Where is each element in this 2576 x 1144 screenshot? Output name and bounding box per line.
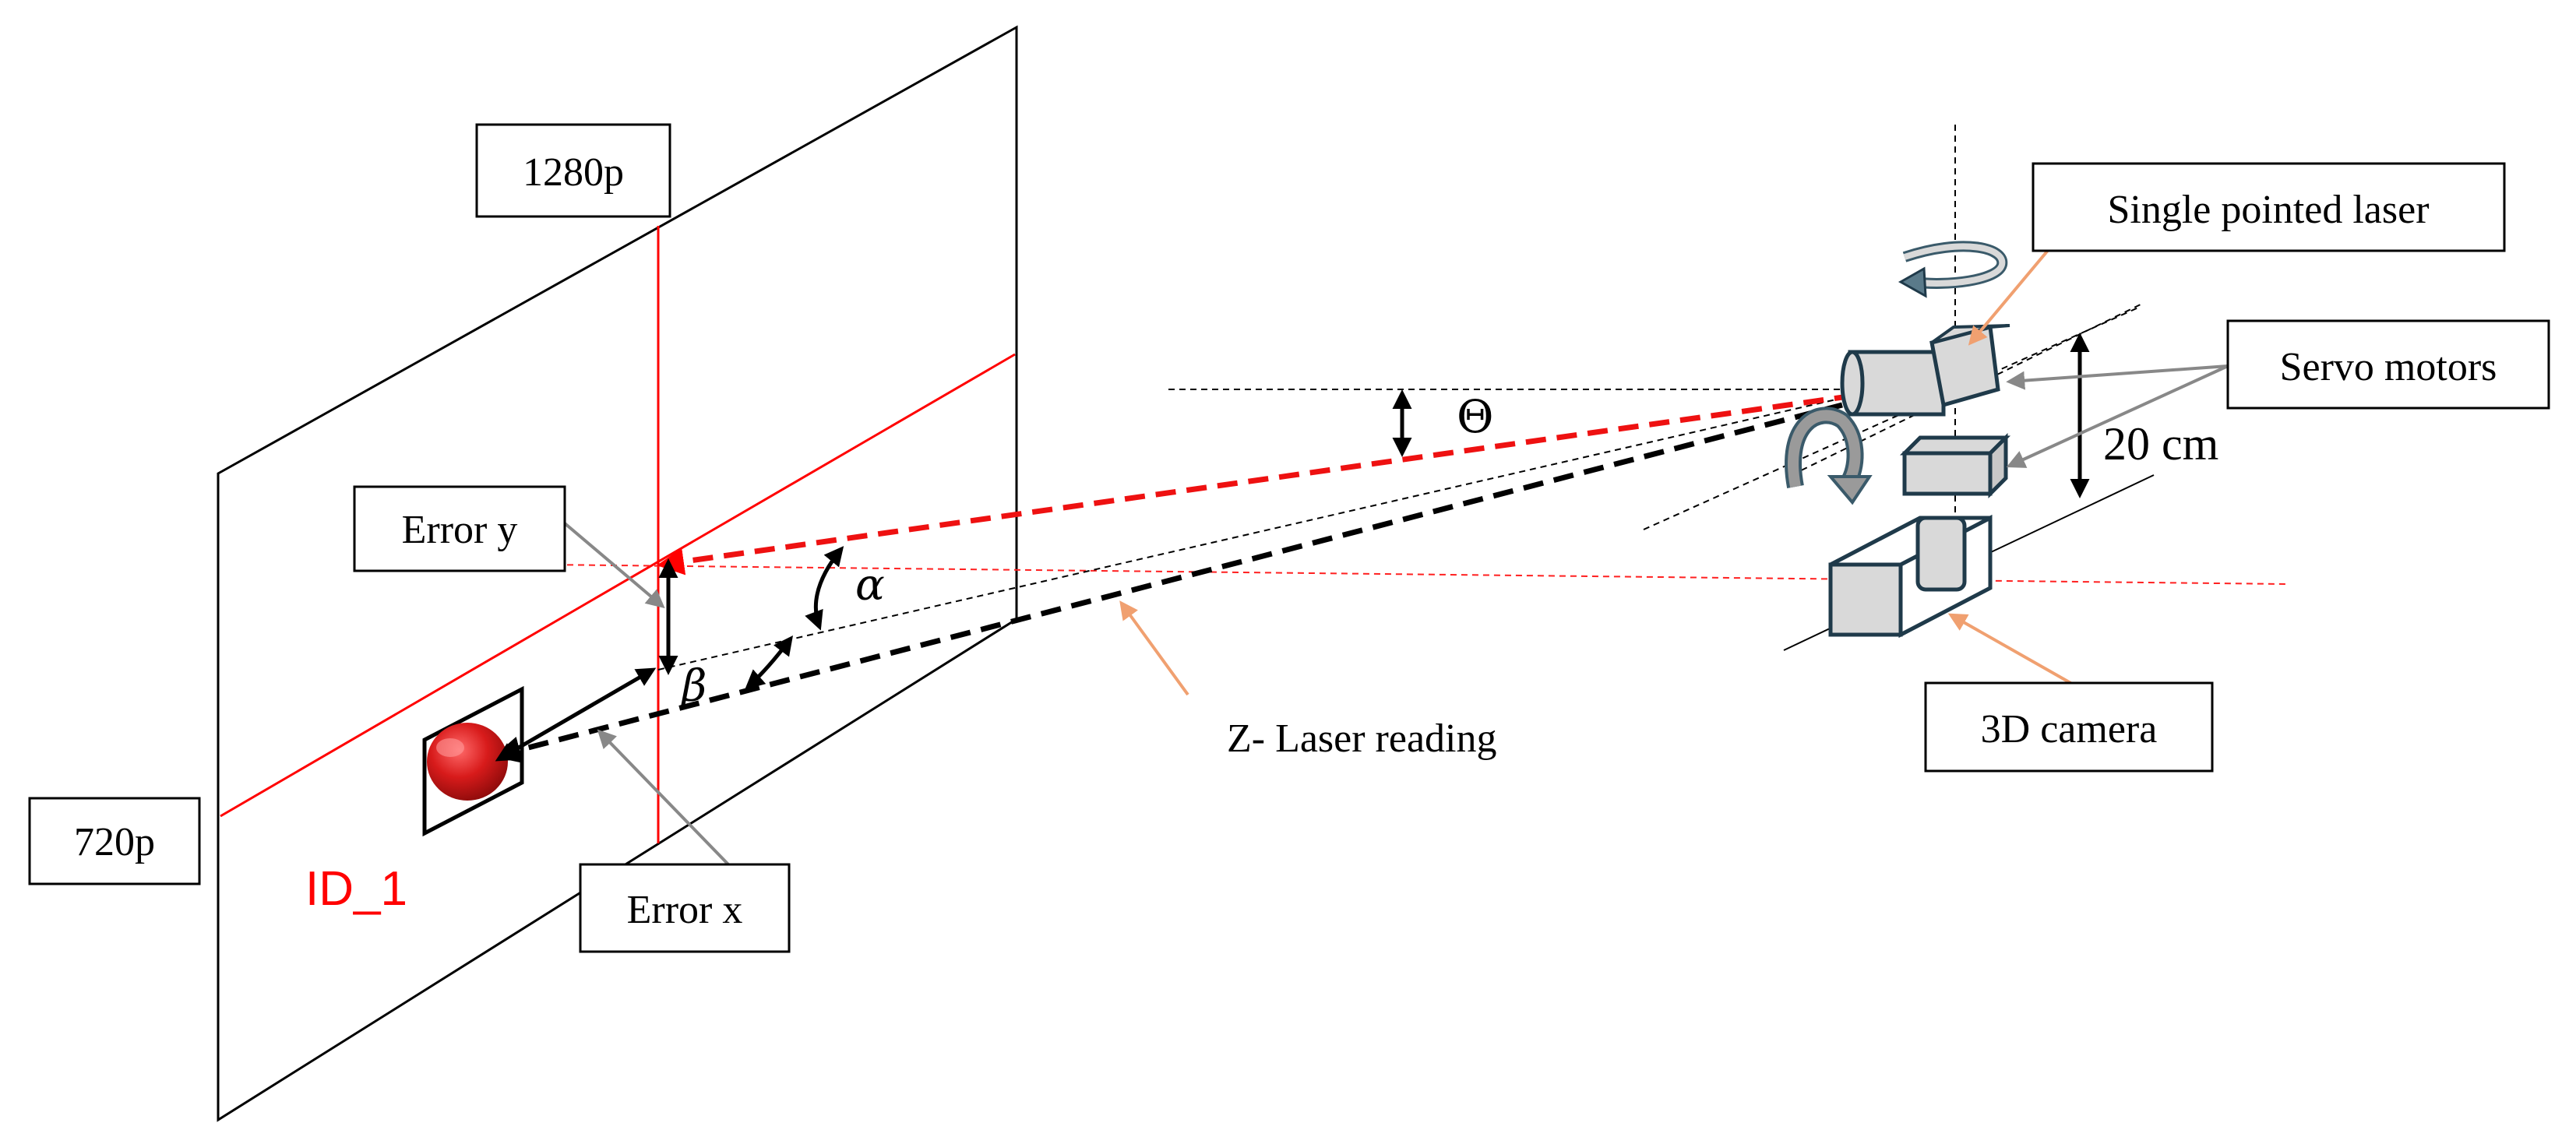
3d-camera-device [1828,514,1993,639]
servo-motors-box [2226,319,2550,410]
laser-pointer-arrow [1968,246,2052,346]
servo-motors-label: Servo motors [2280,345,2497,389]
alpha-angle-arc [805,546,844,631]
res-height-label: 720p [74,820,155,864]
single-laser-box [2032,162,2506,252]
alpha-label: α [855,560,885,611]
error-y-box [353,485,566,572]
laser-device [1840,324,2010,417]
camera-pointer-arrow [1947,613,2073,685]
servo-oblique-axis-1 [1643,307,2139,530]
reference-dashed-red-line [544,564,2287,585]
beta-label: β [680,661,707,712]
z-laser-pointer-arrow [1119,600,1189,696]
res-width-box [475,123,671,218]
camera-3d-label: 3D camera [1981,707,2158,752]
beta-angle-arc [745,635,794,690]
error-y-pointer-arrow [563,522,665,609]
error-x-box [579,863,791,953]
camera-3d-box [1924,681,2214,773]
error-y-label: Error y [402,508,518,552]
camera-beam-line [493,402,1843,763]
horizontal-rotation-icon [1898,241,2008,298]
servo-motor-box [1899,432,2011,499]
laser-beam-line [657,392,1855,576]
vertical-rotation-icon [1785,407,1873,505]
error-x-pointer-arrow [597,729,730,866]
z-laser-label: Z- Laser reading [1227,716,1496,761]
crosshair-horizontal-line [220,353,1016,818]
res-height-box [28,797,201,885]
distance-label: 20 cm [2103,418,2218,470]
object-bounding-box [422,685,524,837]
object-id-label: ID_1 [305,862,407,916]
center-dashed-line [657,396,1847,671]
error-x-arrow [495,667,657,762]
servo-pointer-arrow-1 [2006,364,2229,390]
res-width-label: 1280p [523,150,624,195]
servo-pointer-arrow-2 [2006,364,2229,468]
error-x-label: Error x [627,888,743,932]
apple-object-icon [427,723,508,801]
theta-label: Θ [1457,390,1494,443]
single-laser-label: Single pointed laser [2107,188,2429,232]
